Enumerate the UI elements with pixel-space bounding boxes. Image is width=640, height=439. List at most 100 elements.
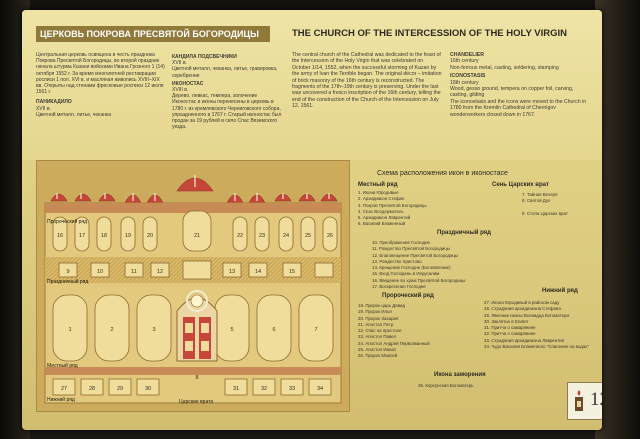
svg-text:20: 20 [147, 233, 153, 239]
svg-text:28: 28 [89, 386, 95, 392]
list-item: 11. Рождество Пресвятой Богородицы [372, 246, 450, 252]
list-item: 17. Воскресение Господне [372, 284, 426, 290]
svg-text:18: 18 [101, 233, 107, 239]
svg-text:19: 19 [125, 233, 131, 239]
list-item: 6. Василий Блаженный [358, 221, 406, 227]
legend-prophet-list: 18. Пророк царь Давид 19. Пророк Илья 20… [358, 303, 478, 360]
list-item: 13. Рождество Христово [372, 258, 422, 264]
local-row-icons [52, 294, 334, 362]
feast-row-icons [58, 260, 334, 280]
en-column-1: The central church of the Cathedral was … [292, 52, 442, 110]
svg-text:3: 3 [152, 327, 155, 333]
legend-gates-list: 7. Тайная Вечеря 8. Святой Дух 9. Стопа … [522, 192, 592, 217]
legend-prophet-head: Пророческий ряд [382, 293, 434, 299]
royal-gates-label: Царские врата [179, 399, 214, 405]
svg-text:14: 14 [255, 269, 261, 275]
royal-gates-drawing [176, 290, 218, 362]
svg-text:24: 24 [283, 233, 289, 239]
museum-logo-icon [575, 390, 583, 411]
list-item: 4. Спас Вседержитель [358, 208, 404, 214]
list-item: 28. Страдания архидиакона Стефана [484, 306, 561, 312]
ru-body-text: Центральная церковь освящена в честь пра… [36, 52, 165, 96]
museum-info-plaque: ЦЕРКОВЬ ПОКРОВА ПРЕСВЯТОЙ БОГОРОДИЦЫ THE… [22, 10, 602, 430]
svg-text:27: 27 [61, 386, 67, 392]
svg-text:34: 34 [317, 386, 323, 392]
ru-chandelier-note: Цветной металл, литье, чеканка [36, 111, 112, 118]
list-item: 20. Пророк Захария [358, 315, 399, 321]
ru-iconostasis-date: XVIII в. [172, 87, 189, 94]
list-item: 31. Притча о самарянине [484, 325, 536, 331]
list-item: 22. Спас на престоле [358, 328, 402, 334]
list-item: 8. Святой Дух [522, 198, 551, 204]
svg-text:33: 33 [289, 386, 295, 392]
ru-column-2: КАНДИЛА ПОДСВЕЧНИКИ XVII в. Цветной мета… [172, 54, 282, 130]
ru-candle-label: КАНДИЛА ПОДСВЕЧНИКИ [172, 54, 237, 60]
svg-text:11: 11 [131, 269, 137, 275]
list-item: 35. Корсунская Богоматерь [418, 383, 474, 388]
row-label-prophet: Пророческий ряд [47, 219, 88, 225]
svg-text:21: 21 [194, 233, 200, 239]
en-iconostasis-label: ICONOSTASIS [450, 73, 486, 80]
list-item: 34. Чудо Василия Блаженного "Спасение на… [484, 344, 590, 350]
list-item: 32. Притча о самарянине [484, 331, 536, 337]
list-item: 5. Архидиакон Лаврентий [358, 215, 411, 221]
svg-text:29: 29 [117, 386, 123, 392]
svg-text:12: 12 [157, 269, 163, 275]
prophet-row-icons [52, 210, 338, 252]
svg-text:2: 2 [110, 327, 113, 333]
legend-outside-list: 35. Корсунская Богоматерь [418, 383, 538, 389]
svg-text:26: 26 [327, 233, 333, 239]
en-column-2: CHANDELIER 16th century Non-ferrous meta… [450, 52, 590, 118]
title-russian: ЦЕРКОВЬ ПОКРОВА ПРЕСВЯТОЙ БОГОРОДИЦЫ [36, 26, 270, 42]
ru-chandelier-date: XVII в. [36, 105, 51, 112]
list-item: 16. Введение во храм Пресвятой Богородиц… [372, 277, 466, 283]
svg-text:25: 25 [305, 233, 311, 239]
list-item: 24. Апостол Андрей Первозванный [358, 340, 430, 346]
ru-column-1: Центральная церковь освящена в честь пра… [36, 52, 166, 118]
list-item: 25. Апостол Иаков [358, 347, 396, 353]
en-iconostasis-body: The iconostasis and the icons were moved… [450, 98, 587, 118]
exhibit-number: 12 [590, 389, 602, 410]
legend-feast-head: Праздничный ряд [437, 230, 491, 236]
list-item: 18. Пророк царь Давид [358, 303, 406, 308]
svg-text:13: 13 [229, 269, 235, 275]
svg-text:22: 22 [237, 233, 243, 239]
svg-text:30: 30 [145, 386, 151, 392]
svg-text:31: 31 [233, 386, 239, 392]
svg-text:7: 7 [314, 327, 317, 333]
list-item: 12. Благовещение Пресвятой Богородицы [372, 252, 459, 258]
ru-iconostasis-label: ИКОНОСТАС [172, 80, 204, 87]
list-item: 26. Пророк Моисей [358, 353, 398, 359]
legend-local-head: Местный ряд [358, 182, 398, 188]
en-chandelier-date: 16th century [450, 58, 479, 65]
en-chandelier-label: CHANDELIER [450, 52, 485, 58]
list-item: 7. Тайная Вечеря [522, 192, 558, 197]
svg-text:16: 16 [57, 233, 63, 239]
svg-text:6: 6 [272, 327, 275, 333]
en-iconostasis-date: 18th century [450, 79, 479, 86]
list-item: 15. Вход Господень в Иерусалим [372, 271, 440, 277]
legend-lower-list: 27. Икона Юродивый в райском саду 28. Ст… [484, 300, 596, 350]
list-item: 30. Заклятье в Египет [484, 318, 529, 324]
exhibit-number-badge: 12 [567, 382, 602, 420]
legend-lower-head: Нижний ряд [542, 288, 578, 294]
svg-text:23: 23 [259, 233, 265, 239]
en-chandelier-note: Non-ferrous metal, casting, soldering, s… [450, 64, 559, 71]
list-item: 19. Пророк Илья [358, 309, 392, 315]
list-item: 3. Покров Пресвятой Богородицы [358, 202, 427, 208]
ru-iconostasis-body: Иконостас и иконы перенесены в церковь в… [172, 99, 282, 131]
row-label-local: Местный ряд [47, 363, 78, 369]
title-english: THE CHURCH OF THE INTERCESSION OF THE HO… [292, 28, 567, 39]
list-item: 33. Страдания архидиакона Лаврентия [484, 337, 565, 343]
list-item: 1. Икона Юродивые [358, 190, 399, 195]
row-label-feast: Праздничный ряд [47, 279, 89, 285]
svg-text:32: 32 [261, 386, 267, 392]
list-item: 9. Стопа Царских врат [522, 210, 568, 216]
ru-candle-note: Цветной металл, чеканка, литье, гравиров… [172, 66, 278, 79]
svg-text:9: 9 [66, 269, 69, 275]
svg-text:15: 15 [289, 269, 295, 275]
svg-text:5: 5 [230, 327, 233, 333]
